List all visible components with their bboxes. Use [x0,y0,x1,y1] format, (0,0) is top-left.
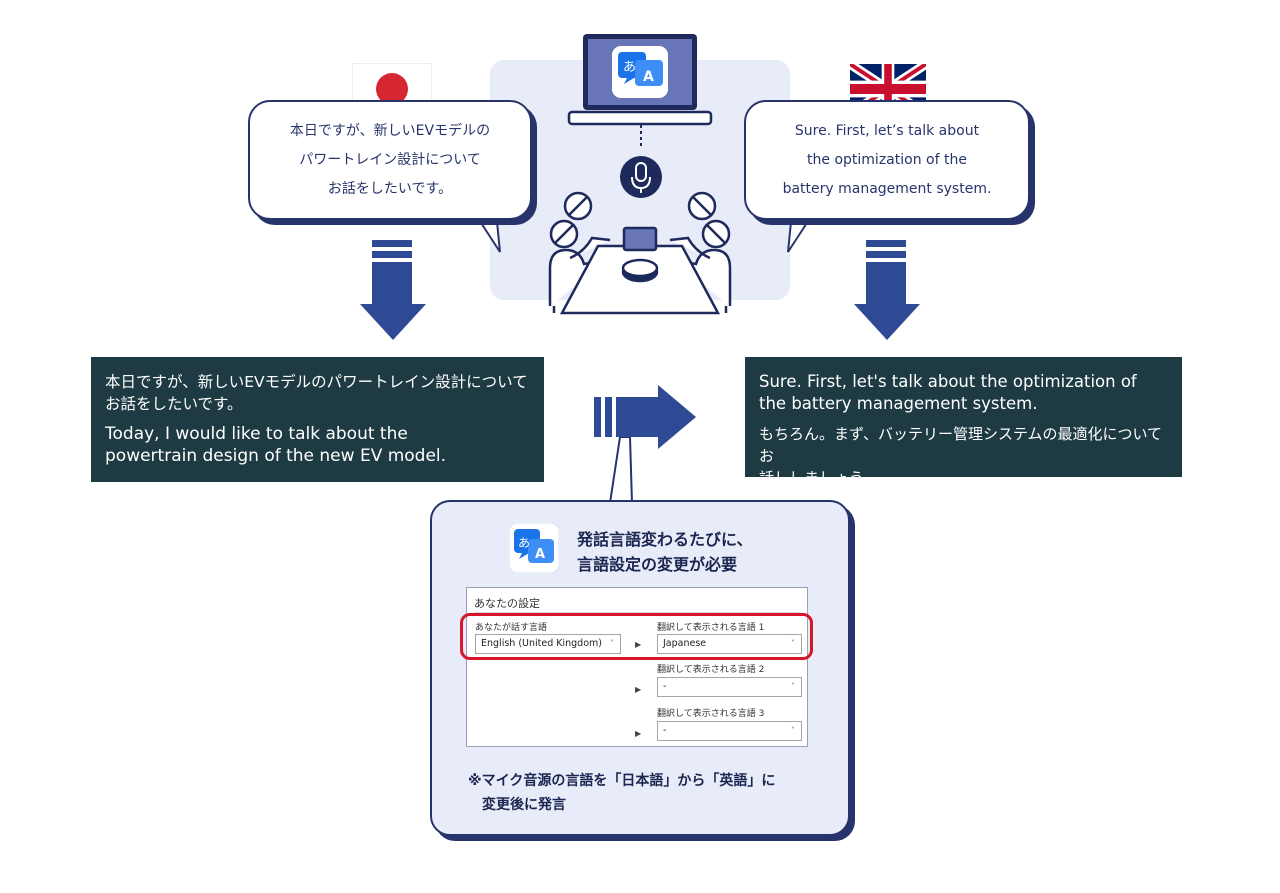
speak-language-select[interactable]: English (United Kingdom) ˅ [475,634,621,654]
speech-bubble-japanese: 本日ですが、新しいEVモデルの パワートレイン設計について お話をしたいです。 [248,100,532,220]
arrow-right-icon: ▶ [635,729,642,738]
svg-text:A: A [643,69,654,85]
laptop-icon: あ A [567,34,713,126]
microphone-icon [620,125,662,198]
down-arrow-icon [360,240,426,340]
translation-result-left: 本日ですが、新しいEVモデルのパワートレイン設計について お話をしたいです。 T… [91,357,544,482]
language-row-highlight [460,613,813,660]
speech-text-english: Sure. First, let’s talk about the optimi… [782,122,992,197]
chevron-down-icon: ˅ [791,726,795,735]
chevron-down-icon: ˅ [791,639,795,648]
down-arrow-icon [854,240,920,340]
card-title: 発話言語変わるたびに、 言語設定の変更が必要 [577,530,753,574]
chevron-down-icon: ˅ [791,682,795,691]
result-translated-english: Today, I would like to talk about the po… [105,424,447,466]
right-arrow-icon [594,385,696,504]
result-original-english: Sure. First, let's talk about the optimi… [759,372,1137,413]
arrow-right-icon: ▶ [635,640,642,649]
settings-divider [474,612,800,613]
translate-app-icon: あ A [509,523,559,573]
speech-bubble-english: Sure. First, let’s talk about the optimi… [744,100,1030,220]
svg-text:あ: あ [518,536,530,550]
translation-result-right: Sure. First, let's talk about the optimi… [745,357,1182,487]
svg-text:A: A [535,547,545,562]
target-language-2-label: 翻訳して表示される言語 2 [657,665,765,675]
target-language-1-label: 翻訳して表示される言語 1 [657,623,765,633]
target-language-3-select[interactable]: - ˅ [657,721,802,741]
meeting-people-illustration [548,191,732,315]
target-language-2-value: - [663,681,667,692]
settings-title: あなたの設定 [474,597,540,610]
target-language-3-value: - [663,725,667,736]
speak-language-value: English (United Kingdom) [481,638,602,649]
settings-note: ※マイク音源の言語を「日本語」から「英語」に 変更後に発言 [468,773,776,813]
speak-language-label: あなたが話す言語 [475,623,548,633]
arrow-right-icon: ▶ [635,685,642,694]
target-language-3-label: 翻訳して表示される言語 3 [657,709,765,719]
translate-app-icon: あ A [612,46,668,98]
svg-text:あ: あ [623,60,636,75]
speech-text-japanese: 本日ですが、新しいEVモデルの パワートレイン設計について お話をしたいです。 [289,122,491,197]
target-language-1-value: Japanese [663,638,707,649]
target-language-1-select[interactable]: Japanese ˅ [657,634,802,654]
result-original-japanese: 本日ですが、新しいEVモデルのパワートレイン設計について お話をしたいです。 [105,373,528,413]
chevron-down-icon: ˅ [610,639,614,648]
result-translated-japanese: もちろん。まず、バッテリー管理システムの最適化についてお 話ししましょう。 [759,425,1163,487]
target-language-2-select[interactable]: - ˅ [657,677,802,697]
